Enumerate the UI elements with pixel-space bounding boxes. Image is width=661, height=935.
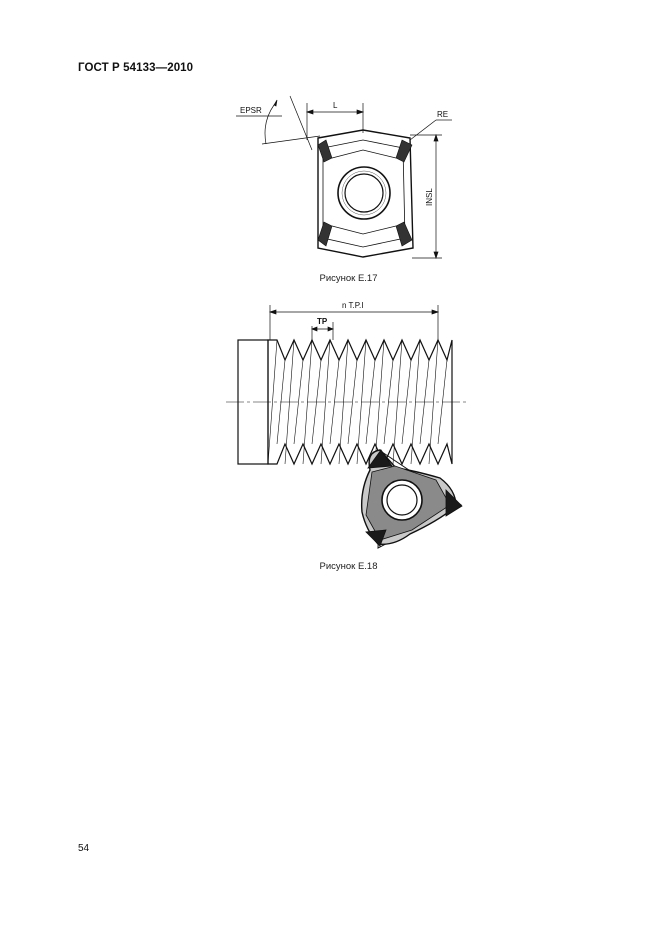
- dimension-tp: [311, 322, 334, 340]
- threaded-shaft: [226, 338, 466, 466]
- label-tp: TP: [317, 317, 328, 326]
- label-insl: INSL: [425, 188, 434, 206]
- label-l: L: [333, 101, 338, 110]
- label-epsr: EPSR: [240, 106, 262, 115]
- dimension-l: [305, 103, 365, 140]
- document-header: ГОСТ Р 54133—2010: [78, 62, 194, 74]
- figure-18-caption: Рисунок Е.18: [319, 561, 378, 572]
- label-ntpi: n T.P.I: [342, 301, 364, 310]
- square-insert: [317, 129, 414, 258]
- page-number: 54: [78, 843, 90, 854]
- figure-17-caption: Рисунок Е.17: [319, 273, 378, 284]
- dimension-insl: [410, 133, 442, 260]
- dimension-epsr: [236, 95, 321, 151]
- label-re: RE: [437, 110, 448, 119]
- triangular-insert: [360, 449, 463, 549]
- dimension-re: [409, 119, 452, 141]
- dimension-ntpi: [268, 305, 440, 340]
